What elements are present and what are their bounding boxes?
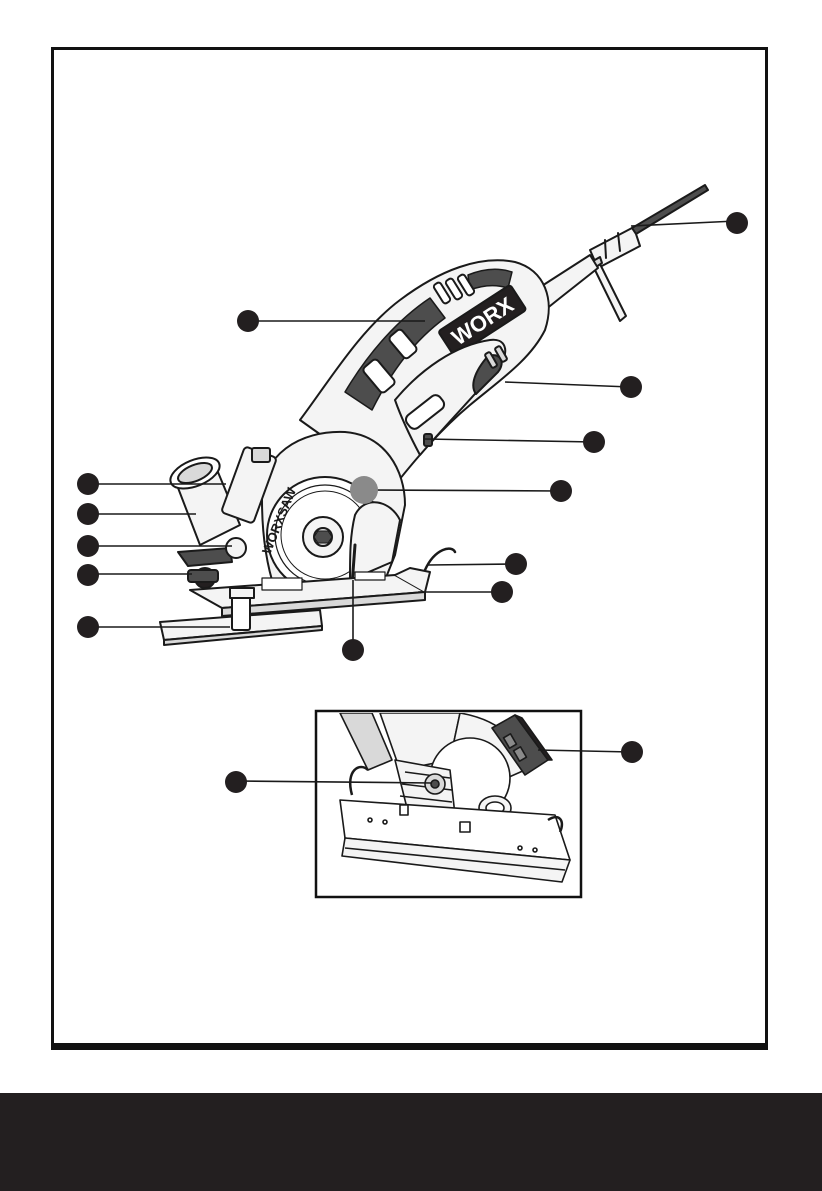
callout-dot	[77, 535, 99, 557]
callout-dot	[583, 431, 605, 453]
callout-dot	[505, 553, 527, 575]
callout-dot	[237, 310, 259, 332]
saw-illustration: WORX WORXSAW	[160, 185, 708, 645]
callout-dot	[491, 581, 513, 603]
callout-dot	[77, 503, 99, 525]
callout-dot	[350, 476, 378, 504]
footer-band	[0, 1093, 822, 1191]
callout-dot	[726, 212, 748, 234]
callout-dot	[77, 564, 99, 586]
callout-dot	[620, 376, 642, 398]
callout-dot	[77, 616, 99, 638]
callout-dot	[621, 741, 643, 763]
detail-inset	[316, 711, 581, 897]
parallel-guide	[590, 185, 708, 268]
callout-dot	[550, 480, 572, 502]
callout-dot	[77, 473, 99, 495]
callout-dot	[342, 639, 364, 661]
callout-dot	[225, 771, 247, 793]
